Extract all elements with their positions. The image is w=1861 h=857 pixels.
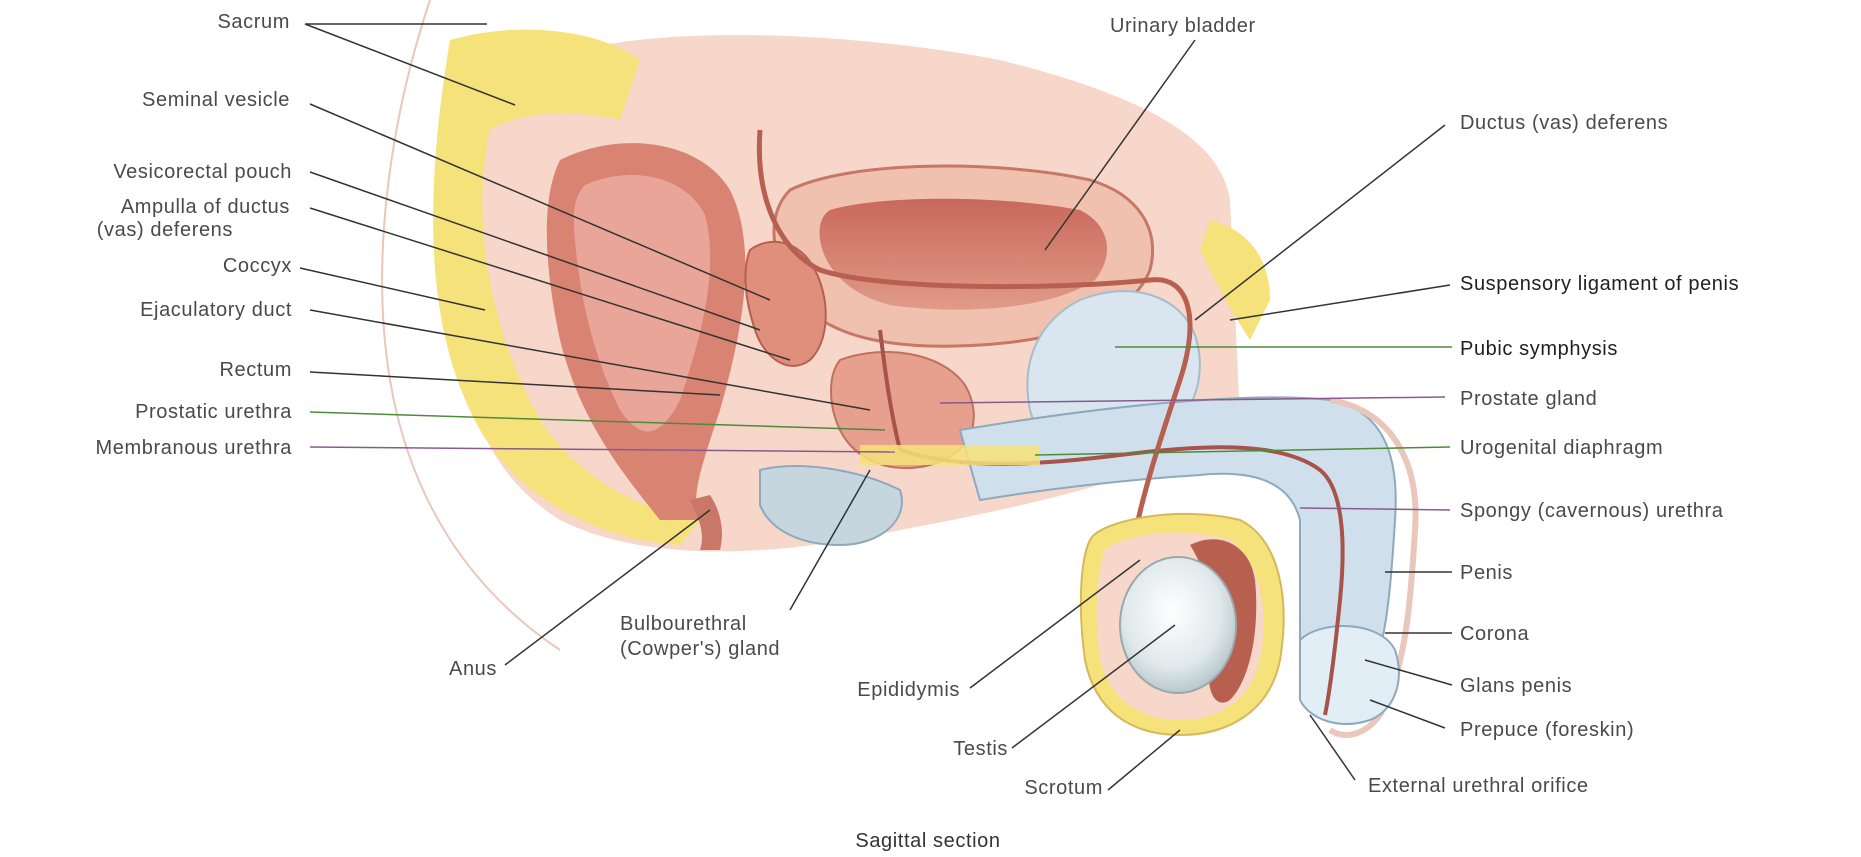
label-ejaculatory-duct: Ejaculatory duct xyxy=(140,299,292,321)
label-glans-penis: Glans penis xyxy=(1460,675,1572,697)
label-penis: Penis xyxy=(1460,562,1513,584)
label-scrotum: Scrotum xyxy=(1024,777,1103,799)
label-anus: Anus xyxy=(449,658,497,680)
testis-shape xyxy=(1120,557,1236,693)
leader-scrotum xyxy=(1108,730,1180,790)
leader-ductus-deferens xyxy=(1195,125,1445,320)
label-prostatic-urethra: Prostatic urethra xyxy=(135,401,292,423)
label-bulbourethral-line2: (Cowper's) gland xyxy=(620,638,780,660)
label-external-urethral-orifice: External urethral orifice xyxy=(1368,775,1589,797)
label-urinary-bladder: Urinary bladder xyxy=(1110,15,1256,37)
label-prepuce: Prepuce (foreskin) xyxy=(1460,719,1634,741)
label-bulbourethral-line1: Bulbourethral xyxy=(620,613,747,635)
label-suspensory-ligament: Suspensory ligament of penis xyxy=(1460,273,1739,295)
label-pubic-symphysis: Pubic symphysis xyxy=(1460,338,1618,360)
caption-sagittal-section: Sagittal section xyxy=(855,830,1000,852)
label-membranous-urethra: Membranous urethra xyxy=(96,437,293,459)
bladder-lumen xyxy=(819,199,1107,310)
label-epididymis: Epididymis xyxy=(857,679,960,701)
label-coccyx: Coccyx xyxy=(223,255,292,277)
label-spongy-urethra: Spongy (cavernous) urethra xyxy=(1460,500,1724,522)
label-rectum: Rectum xyxy=(219,359,292,381)
label-sacrum: Sacrum xyxy=(217,11,290,33)
label-vesicorectal-pouch: Vesicorectal pouch xyxy=(113,161,292,183)
label-prostate-gland: Prostate gland xyxy=(1460,388,1597,410)
label-urogenital-diaphragm: Urogenital diaphragm xyxy=(1460,437,1663,459)
label-ampulla-line2: (vas) deferens xyxy=(97,219,233,241)
label-corona: Corona xyxy=(1460,623,1529,645)
label-seminal-vesicle: Seminal vesicle xyxy=(142,89,290,111)
label-ductus-deferens: Ductus (vas) deferens xyxy=(1460,112,1668,134)
label-ampulla-line1: Ampulla of ductus xyxy=(121,196,290,218)
anatomy-illustration xyxy=(382,0,1415,735)
label-testis: Testis xyxy=(953,738,1008,760)
urogenital-diaphragm-shape xyxy=(860,445,1040,465)
glans-shape xyxy=(1300,626,1399,724)
